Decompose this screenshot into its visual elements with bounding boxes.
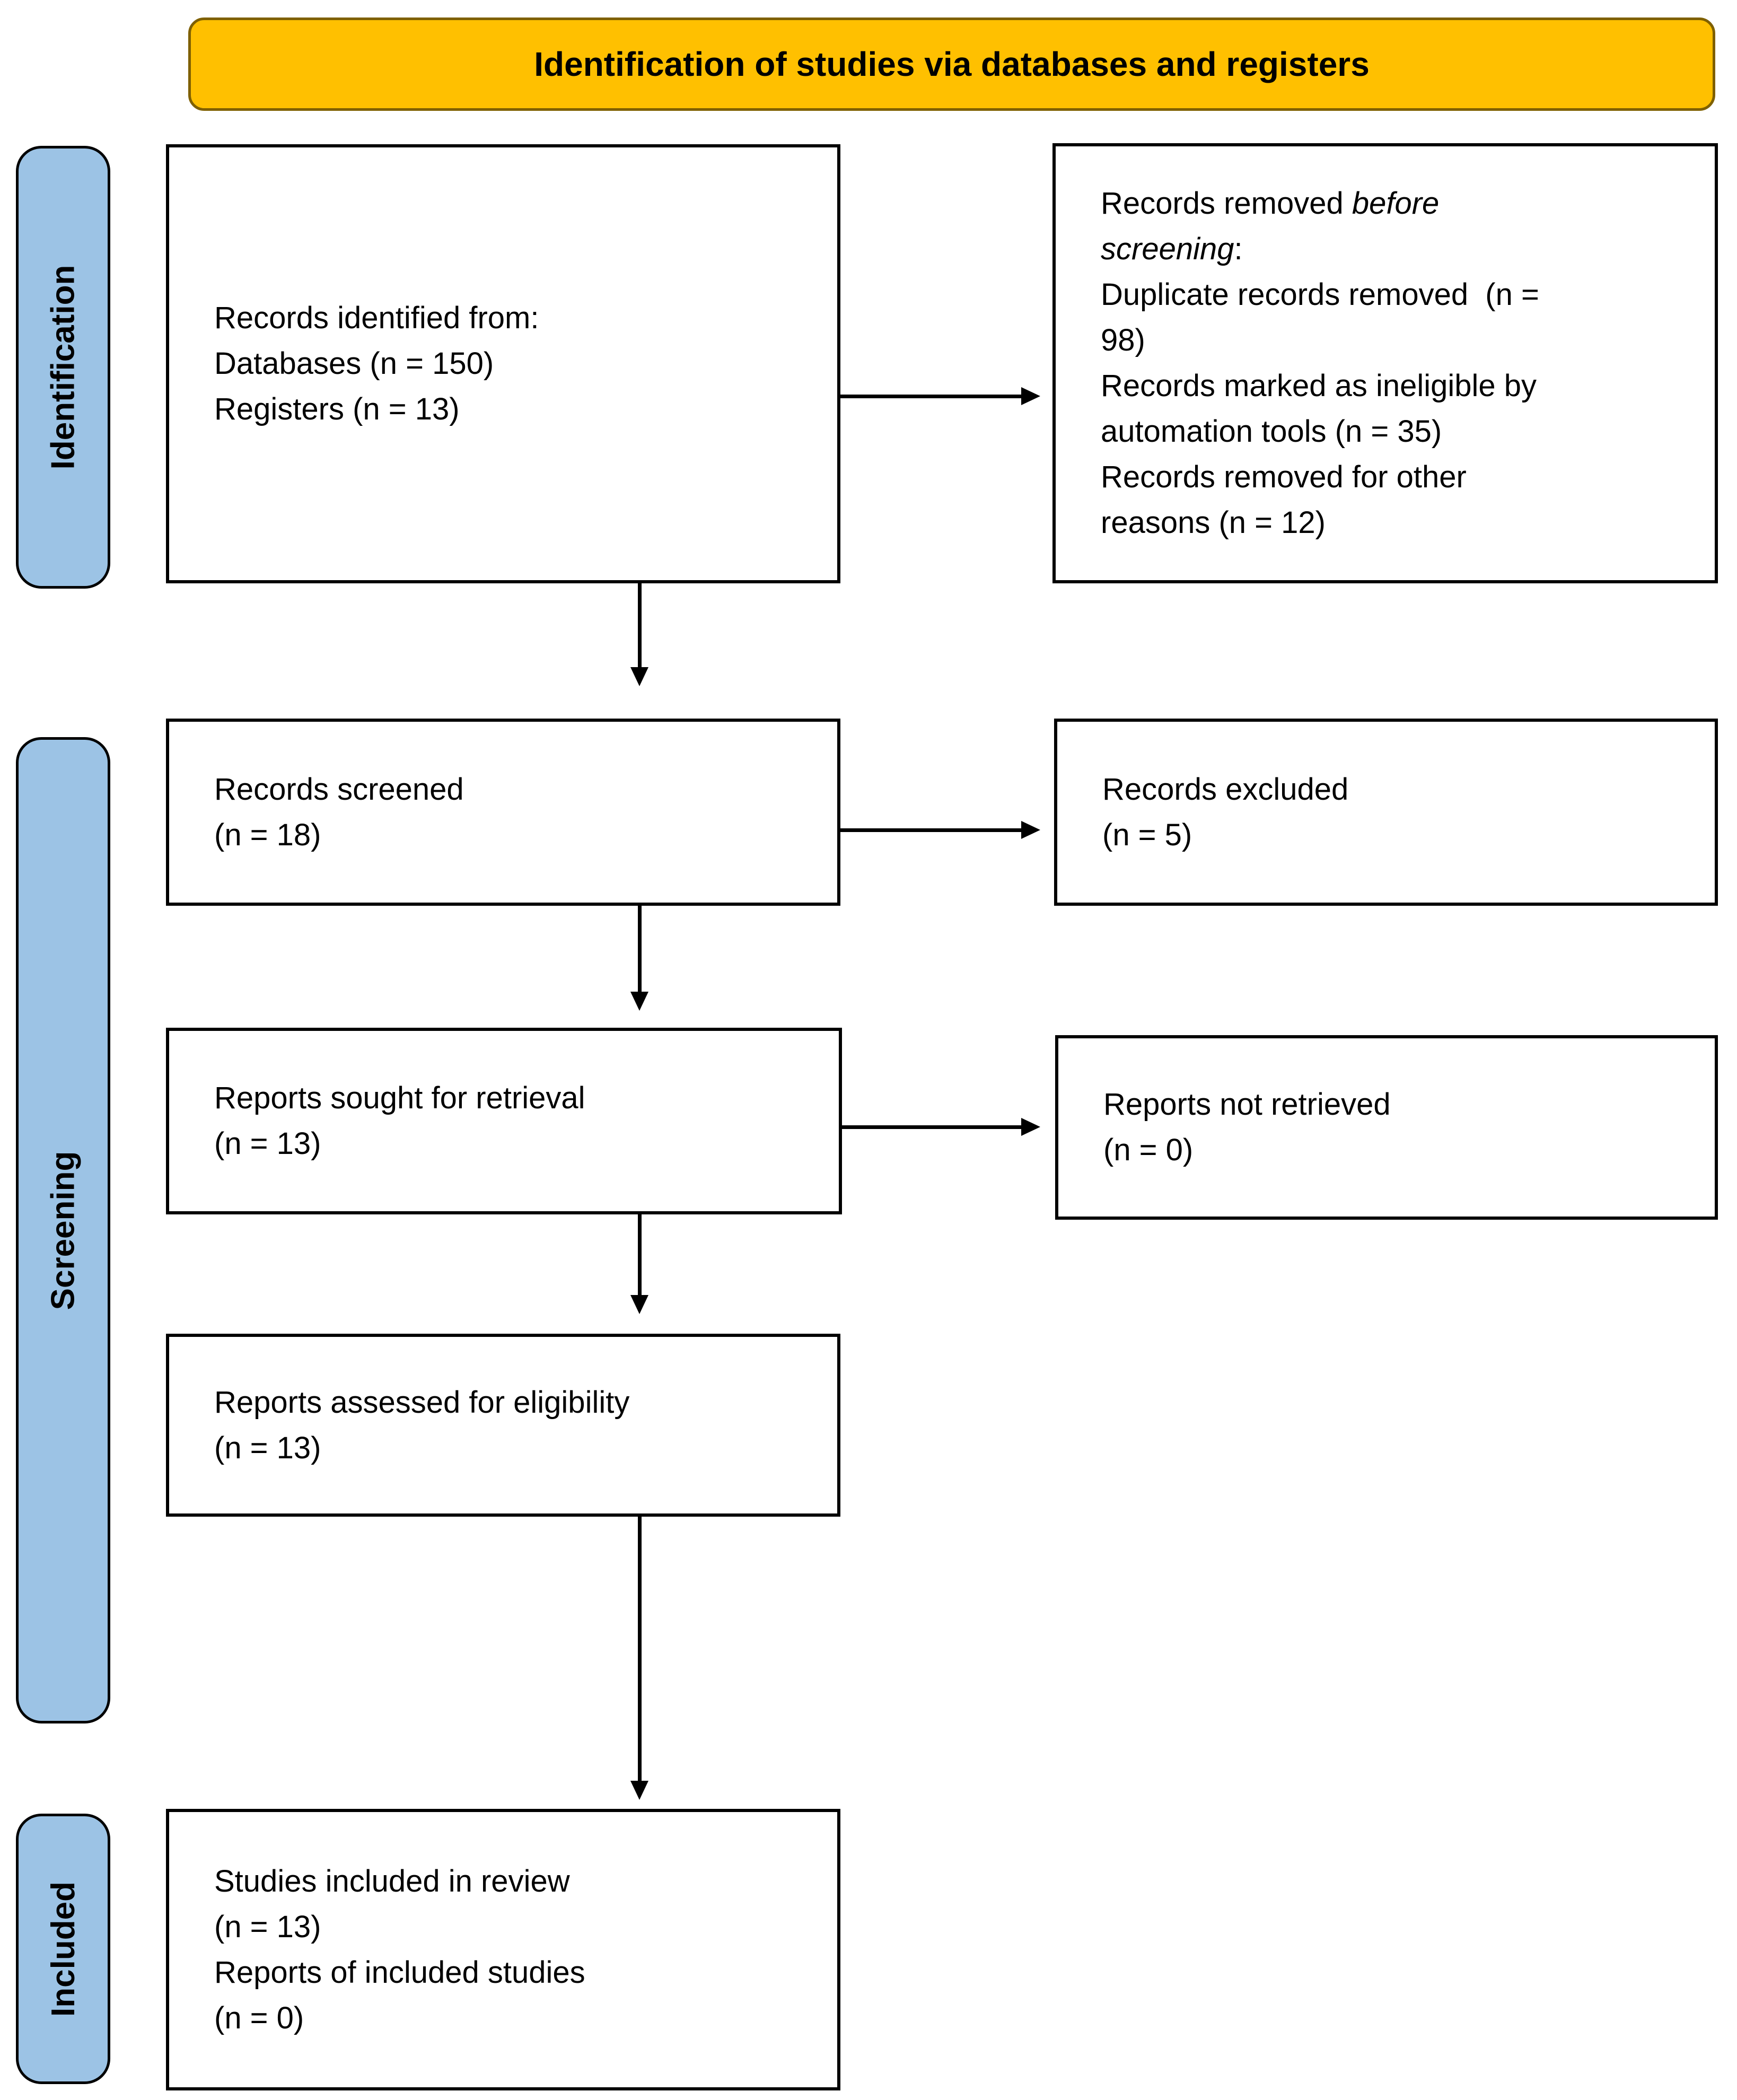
title-text: Identification of studies via databases … (534, 45, 1370, 83)
title-banner: Identification of studies via databases … (188, 18, 1715, 111)
stage-label-identification-text: Identification (45, 265, 82, 470)
arrow-sought-to-assessed-head-icon (630, 1295, 648, 1314)
box-records-excluded-text: Records excluded(n = 5) (1102, 772, 1349, 852)
arrow-assessed-to-included-line (638, 1517, 642, 1781)
box-records-excluded: Records excluded(n = 5) (1054, 719, 1718, 906)
box-reports-sought-for-retrieval: Reports sought for retrieval(n = 13) (166, 1028, 842, 1214)
box-studies-included-in-review-text: Studies included in review(n = 13)Report… (214, 1863, 585, 2035)
arrow-identified-to-removed-line (840, 395, 1022, 398)
arrow-sought-to-not-retrieved-head-icon (1021, 1118, 1040, 1136)
box-reports-not-retrieved-text: Reports not retrieved(n = 0) (1103, 1087, 1391, 1167)
arrow-sought-to-assessed-line (638, 1214, 642, 1295)
arrow-screened-to-excluded-head-icon (1021, 821, 1040, 839)
stage-label-identification: Identification (16, 146, 110, 589)
arrow-sought-to-not-retrieved-line (842, 1125, 1022, 1129)
arrow-identified-to-screened-line (638, 583, 642, 667)
box-records-identified: Records identified from:Databases (n = 1… (166, 144, 840, 583)
arrow-identified-to-removed-head-icon (1021, 387, 1040, 405)
stage-label-screening-text: Screening (45, 1151, 82, 1310)
box-reports-not-retrieved: Reports not retrieved(n = 0) (1055, 1035, 1718, 1220)
stage-label-included-text: Included (45, 1881, 82, 2017)
arrow-assessed-to-included-head-icon (630, 1781, 648, 1800)
arrow-screened-to-sought-head-icon (630, 992, 648, 1011)
arrow-identified-to-screened-head-icon (630, 667, 648, 686)
box-reports-sought-for-retrieval-text: Reports sought for retrieval(n = 13) (214, 1081, 585, 1161)
stage-label-screening: Screening (16, 737, 110, 1723)
arrow-screened-to-sought-line (638, 906, 642, 992)
box-records-screened-text: Records screened(n = 18) (214, 772, 464, 852)
arrow-screened-to-excluded-line (840, 828, 1022, 832)
box-records-screened: Records screened(n = 18) (166, 719, 840, 906)
box-reports-assessed-for-eligibility: Reports assessed for eligibility(n = 13) (166, 1334, 840, 1517)
box-reports-assessed-for-eligibility-text: Reports assessed for eligibility(n = 13) (214, 1385, 630, 1465)
stage-label-included: Included (16, 1814, 110, 2084)
box-studies-included-in-review: Studies included in review(n = 13)Report… (166, 1809, 840, 2090)
box-records-identified-text: Records identified from:Databases (n = 1… (214, 301, 539, 426)
